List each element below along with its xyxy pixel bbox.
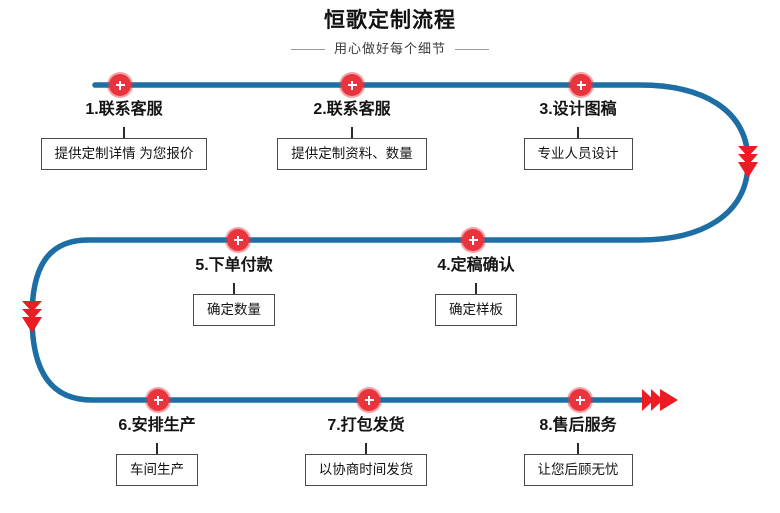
subtitle-rule-right bbox=[455, 48, 489, 50]
plus-icon bbox=[575, 395, 585, 405]
step-detail-box: 专业人员设计 bbox=[523, 138, 633, 170]
step-title: 8.售后服务 bbox=[539, 417, 617, 434]
step-connector-stem bbox=[156, 443, 158, 454]
node-marker-4[interactable] bbox=[462, 229, 484, 251]
step-title: 4.定稿确认 bbox=[437, 257, 515, 274]
step-title: 3.设计图稿 bbox=[539, 101, 617, 118]
step-5: 5.下单付款确定数量 bbox=[129, 256, 339, 326]
step-connector-stem bbox=[123, 127, 125, 138]
step-title: 7.打包发货 bbox=[327, 417, 405, 434]
step-connector-stem bbox=[475, 283, 477, 294]
arrow-right-turn-icon bbox=[738, 146, 758, 178]
flow-path-line bbox=[29, 82, 751, 403]
step-connector-stem bbox=[577, 443, 579, 454]
step-1: 1.联系客服提供定制详情 为您报价 bbox=[19, 100, 229, 170]
plus-icon bbox=[468, 235, 478, 245]
subtitle-rule-left bbox=[290, 48, 325, 50]
step-title: 2.联系客服 bbox=[313, 101, 391, 118]
arrow-end-icon bbox=[642, 389, 678, 411]
node-marker-1[interactable] bbox=[109, 74, 131, 96]
step-2: 2.联系客服提供定制资料、数量 bbox=[247, 100, 457, 170]
plus-icon bbox=[347, 80, 357, 90]
step-title: 1.联系客服 bbox=[85, 101, 163, 118]
step-7: 7.打包发货以协商时间发货 bbox=[261, 416, 471, 486]
step-4: 4.定稿确认确定样板 bbox=[371, 256, 581, 326]
plus-icon bbox=[576, 80, 586, 90]
step-connector-stem bbox=[233, 283, 235, 294]
step-3: 3.设计图稿专业人员设计 bbox=[473, 100, 683, 170]
step-detail-box: 提供定制详情 为您报价 bbox=[40, 138, 208, 170]
step-6: 6.安排生产车间生产 bbox=[52, 416, 262, 486]
arrow-left-turn-icon bbox=[22, 301, 42, 333]
step-title: 6.安排生产 bbox=[118, 417, 196, 434]
node-marker-6[interactable] bbox=[147, 389, 169, 411]
step-detail-box: 让您后顾无忧 bbox=[523, 454, 633, 486]
step-8: 8.售后服务让您后顾无忧 bbox=[473, 416, 683, 486]
page-subtitle: 用心做好每个细节 bbox=[333, 41, 446, 56]
step-connector-stem bbox=[365, 443, 367, 454]
plus-icon bbox=[364, 395, 374, 405]
subtitle-row: 用心做好每个细节 bbox=[0, 41, 780, 57]
step-detail-box: 确定数量 bbox=[193, 294, 275, 326]
step-detail-box: 以协商时间发货 bbox=[304, 454, 428, 486]
plus-icon bbox=[153, 395, 163, 405]
step-connector-stem bbox=[577, 127, 579, 138]
node-marker-5[interactable] bbox=[227, 229, 249, 251]
step-detail-box: 提供定制资料、数量 bbox=[277, 138, 427, 170]
chart-header: 恒歌定制流程 用心做好每个细节 bbox=[0, 8, 780, 57]
node-marker-2[interactable] bbox=[341, 74, 363, 96]
node-marker-8[interactable] bbox=[569, 389, 591, 411]
step-detail-box: 车间生产 bbox=[116, 454, 198, 486]
node-marker-3[interactable] bbox=[570, 74, 592, 96]
step-title: 5.下单付款 bbox=[195, 257, 273, 274]
page-title: 恒歌定制流程 bbox=[324, 9, 456, 32]
plus-icon bbox=[233, 235, 243, 245]
plus-icon bbox=[115, 80, 125, 90]
step-connector-stem bbox=[351, 127, 353, 138]
node-marker-7[interactable] bbox=[358, 389, 380, 411]
step-detail-box: 确定样板 bbox=[435, 294, 517, 326]
